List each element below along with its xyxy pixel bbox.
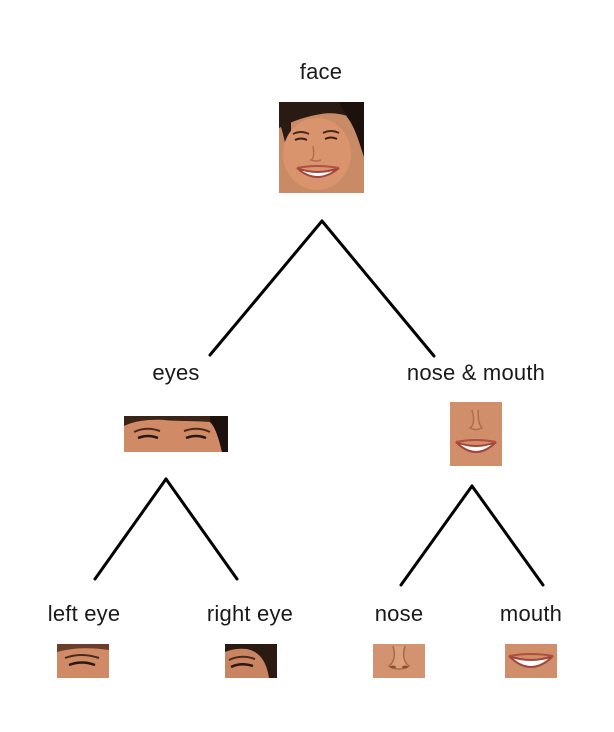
edge-face-nose-mouth [320,219,436,358]
nose-and-mouth-image [450,402,502,466]
edge-nose-mouth-mouth [470,484,545,587]
node-label-left-eye: left eye [47,601,121,626]
face-image [279,102,364,193]
node-label-eyes: eyes [152,360,200,385]
node-label-nose: nose [374,601,424,626]
eyes-image [124,416,228,452]
edge-nose-mouth-nose [399,484,474,587]
node-label-face: face [299,59,343,84]
edge-eyes-left-eye [93,477,168,581]
node-label-mouth: mouth [499,601,563,626]
nose-image [373,644,425,678]
right-eye-image [225,644,277,678]
node-label-right-eye: right eye [206,601,294,626]
mouth-image [505,644,557,678]
node-label-nose-and-mouth: nose & mouth [406,360,546,385]
left-eye-image [57,644,109,678]
edge-face-eyes [208,219,324,357]
edge-eyes-right-eye [164,477,239,581]
